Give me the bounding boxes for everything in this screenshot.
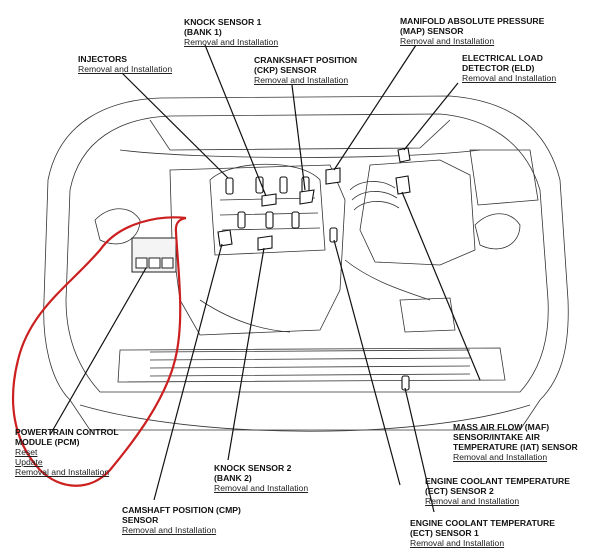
callout-knock-sensor-1: KNOCK SENSOR 1 (BANK 1) Removal and Inst…	[184, 17, 278, 47]
removal-installation-link[interactable]: Removal and Installation	[453, 452, 548, 462]
callout-title: POWERTRAIN CONTROL MODULE (PCM)	[15, 427, 119, 447]
pcm-module	[131, 237, 177, 273]
removal-installation-link[interactable]: Removal and Installation	[254, 75, 349, 85]
update-link[interactable]: Update	[15, 457, 43, 467]
leader-ect1	[404, 387, 435, 513]
radiator-support	[117, 347, 506, 383]
removal-installation-link[interactable]: Removal and Installation	[400, 36, 495, 46]
injector-7	[291, 211, 300, 229]
callout-injectors: INJECTORS Removal and Installation	[78, 54, 172, 74]
callout-maf-iat-sensor: MASS AIR FLOW (MAF) SENSOR/INTAKE AIR TE…	[453, 422, 578, 462]
cowl-line	[119, 149, 481, 158]
leader-knock-sensor-2	[227, 247, 265, 461]
removal-installation-link[interactable]: Removal and Installation	[462, 73, 557, 83]
firewall	[149, 119, 451, 151]
callout-title: CRANKSHAFT POSITION (CKP) SENSOR	[254, 55, 358, 75]
leader-eld	[403, 82, 459, 151]
callout-title: MANIFOLD ABSOLUTE PRESSURE (MAP) SENSOR	[400, 16, 545, 36]
callout-title: ENGINE COOLANT TEMPERATURE (ECT) SENSOR …	[410, 518, 555, 538]
callout-title: ENGINE COOLANT TEMPERATURE (ECT) SENSOR …	[425, 476, 570, 496]
front-bumper	[79, 404, 531, 432]
reset-link[interactable]: Reset	[15, 447, 38, 457]
reservoir	[399, 297, 456, 333]
intake-duct	[349, 181, 400, 211]
leader-ect2	[333, 239, 401, 486]
ect2-sensor-glyph	[329, 227, 338, 243]
removal-installation-link[interactable]: Removal and Installation	[15, 467, 110, 477]
leader-maf	[401, 191, 481, 381]
injector-3	[279, 176, 288, 194]
knock-sensor-2-glyph	[257, 235, 273, 251]
leader-map	[333, 44, 417, 171]
leader-knock-sensor-1	[204, 44, 267, 197]
removal-installation-link[interactable]: Removal and Installation	[78, 64, 173, 74]
strut-left	[94, 208, 141, 245]
leader-ckp	[291, 84, 306, 191]
callout-pcm: POWERTRAIN CONTROL MODULE (PCM) Reset Up…	[15, 427, 119, 477]
removal-installation-link[interactable]: Removal and Installation	[410, 538, 505, 548]
callout-title: ELECTRICAL LOAD DETECTOR (ELD)	[462, 53, 544, 73]
injector-1	[225, 177, 234, 195]
air-box	[359, 159, 476, 266]
callout-eld: ELECTRICAL LOAD DETECTOR (ELD) Removal a…	[462, 53, 556, 83]
callout-title: MASS AIR FLOW (MAF) SENSOR/INTAKE AIR TE…	[453, 422, 578, 452]
battery	[469, 149, 539, 206]
injector-5	[237, 211, 246, 229]
removal-installation-link[interactable]: Removal and Installation	[184, 37, 279, 47]
fender-outline	[43, 95, 569, 431]
eld-sensor-glyph	[397, 147, 411, 163]
strut-right	[474, 213, 521, 250]
callout-cmp-sensor: CAMSHAFT POSITION (CMP) SENSOR Removal a…	[122, 505, 241, 535]
callout-title: KNOCK SENSOR 1 (BANK 1)	[184, 17, 262, 37]
leader-pcm	[49, 267, 147, 436]
map-sensor-glyph	[325, 167, 341, 185]
hose-b	[199, 299, 291, 333]
cmp-sensor-glyph	[217, 229, 233, 247]
callout-ckp-sensor: CRANKSHAFT POSITION (CKP) SENSOR Removal…	[254, 55, 357, 85]
leader-cmp	[153, 243, 223, 501]
injector-2	[255, 176, 264, 194]
removal-installation-link[interactable]: Removal and Installation	[425, 496, 520, 506]
callout-knock-sensor-2: KNOCK SENSOR 2 (BANK 2) Removal and Inst…	[214, 463, 308, 493]
callout-title: INJECTORS	[78, 54, 128, 64]
radiator-core	[149, 349, 471, 377]
leader-injectors	[121, 72, 229, 179]
knock-sensor-1-glyph	[261, 193, 277, 207]
callout-ect-sensor-1: ENGINE COOLANT TEMPERATURE (ECT) SENSOR …	[410, 518, 555, 548]
injector-6	[265, 211, 274, 229]
pcm-highlight-scribble	[11, 216, 187, 487]
callout-map-sensor: MANIFOLD ABSOLUTE PRESSURE (MAP) SENSOR …	[400, 16, 544, 46]
removal-installation-link[interactable]: Removal and Installation	[122, 525, 217, 535]
removal-installation-link[interactable]: Removal and Installation	[214, 483, 309, 493]
callout-ect-sensor-2: ENGINE COOLANT TEMPERATURE (ECT) SENSOR …	[425, 476, 570, 506]
maf-sensor-glyph	[395, 175, 411, 195]
callout-title: CAMSHAFT POSITION (CMP) SENSOR	[122, 505, 241, 525]
hose-a	[344, 259, 431, 301]
inner-fender	[65, 113, 549, 393]
ckp-sensor-glyph	[299, 189, 315, 205]
callout-title: KNOCK SENSOR 2 (BANK 2)	[214, 463, 292, 483]
